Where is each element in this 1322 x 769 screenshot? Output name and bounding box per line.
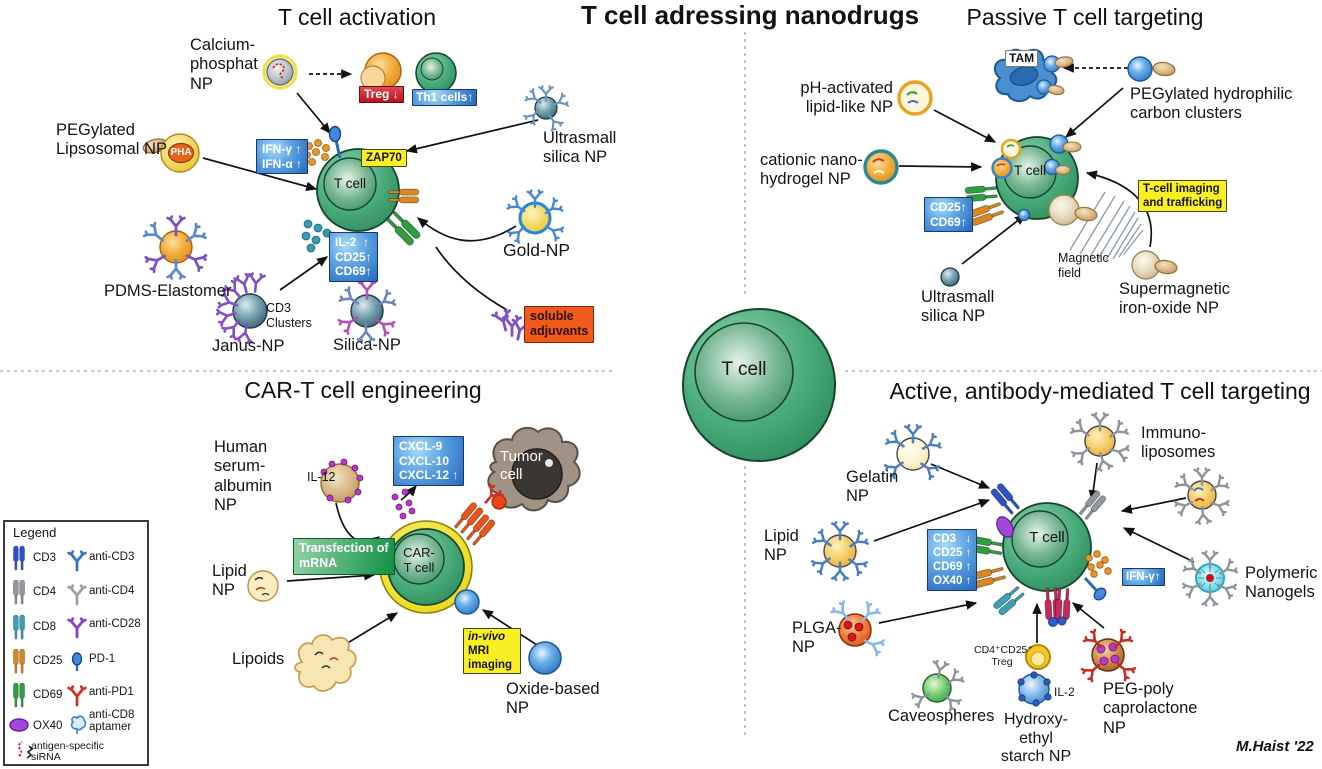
legend-anti-cd3: anti-CD3	[89, 551, 135, 563]
badge-zap70: ZAP70	[361, 149, 407, 168]
quadrant-dividers	[0, 32, 1322, 735]
label-silica-np: Silica-NP	[333, 336, 401, 354]
label-il12: IL-12	[307, 470, 336, 484]
label-plga-np: PLGA- NP	[792, 619, 842, 657]
legend-cd25: CD25	[33, 655, 63, 667]
label-pegylated-liposomal-np: PEGylated Lipsosomal NP	[56, 121, 167, 159]
main-title: T cell adressing nanodrugs	[580, 0, 920, 30]
legend-anti-cd28: anti-CD28	[89, 618, 141, 630]
artist-signature: M.Haist '22	[1236, 738, 1314, 755]
label-pegylated-carbon-clusters: PEGylated hydrophilic carbon clusters	[1130, 85, 1293, 123]
label-magnetic-field: Magnetic field	[1058, 251, 1109, 280]
q2-graphics	[863, 48, 1178, 287]
cd3-receptor-icon	[13, 545, 25, 571]
sirna-icon	[17, 741, 34, 759]
badge-tam: TAM	[1005, 50, 1039, 67]
badge-soluble-adjuvants: soluble adjuvants	[524, 306, 595, 343]
central-t-cell	[682, 308, 836, 462]
q2-title: Passive T cell targeting	[966, 4, 1204, 30]
legend-sirna: antigen-specific siRNA	[31, 740, 104, 764]
anti-cd8-aptamer-icon	[70, 715, 87, 734]
label-peg-poly-caprolactone-np: PEG-poly caprolactone NP	[1103, 680, 1198, 737]
badge-cxcl: CXCL-9 CXCL-10 CXCL-12 ↑	[393, 436, 465, 486]
q4-graphics	[810, 412, 1240, 713]
cd8-receptor-icon	[13, 614, 25, 640]
label-cationic-nanohydrogel-np: cationic nano- hydrogel NP	[760, 151, 863, 189]
label-tumor-cell: Tumor cell	[500, 448, 543, 483]
legend-icons	[9, 545, 87, 759]
badge-mri-rest: MRI imaging	[468, 645, 513, 672]
q3-graphics	[247, 426, 581, 692]
anti-cd28-icon	[67, 617, 87, 639]
badge-ifn: IFN-γ ↑ IFN-α ↑	[256, 139, 309, 175]
label-lipoids: Lipoids	[232, 650, 285, 668]
pd1-icon	[71, 652, 83, 671]
label-pdms-elastomer: PDMS-Elastomer	[104, 282, 232, 300]
label-gold-np: Gold-NP	[503, 240, 571, 260]
legend-ox40: OX40	[33, 720, 63, 732]
legend-pd1: PD-1	[89, 653, 116, 665]
badge-th1-up: Th1 cells↑	[412, 89, 478, 106]
anti-cd3-icon	[67, 550, 87, 572]
badge-cd3-cd25-cd69-ox40: CD3 ↓ CD25 ↑ CD69 ↑ OX40 ↑	[927, 529, 978, 592]
label-tcell-q2: T cell	[1013, 163, 1046, 178]
badge-mri-line1: in-vivo	[468, 631, 506, 643]
badge-il2-cd25-cd69: IL-2 ↑ CD25↑ CD69↑	[329, 232, 378, 282]
label-janus-np: Janus-NP	[212, 337, 285, 355]
badge-transfection-mrna: Transfection of mRNA	[293, 538, 395, 575]
label-human-serum-albumin-np: Human serum- albumin NP	[214, 438, 272, 514]
legend-cd8: CD8	[33, 621, 57, 633]
legend-box: Legend CD3 CD4 CD8 CD25 CD69 OX40 anti-C…	[3, 520, 149, 766]
legend-anti-pd1: anti-PD1	[89, 686, 134, 698]
label-tcell-q4: T cell	[1029, 529, 1065, 546]
label-lipid-np-q4: Lipid NP	[764, 527, 799, 565]
legend-title: Legend	[13, 525, 57, 540]
label-tcell-center: T cell	[721, 359, 767, 380]
cd69-receptor-icon	[13, 682, 25, 708]
label-cd4-cd25-treg: CD4⁺CD25⁺ Treg	[974, 644, 1033, 669]
label-lipid-np-q3: Lipid NP	[212, 562, 247, 600]
legend-anti-cd8-aptamer: anti-CD8 aptamer	[89, 709, 135, 734]
cd4-receptor-icon	[13, 579, 25, 605]
q4-title: Active, antibody-mediated T cell targeti…	[889, 378, 1311, 404]
legend-cd4: CD4	[33, 586, 57, 598]
legend-cd3: CD3	[33, 552, 57, 564]
label-calcium-phosphat-np: Calcium- phosphat NP	[190, 36, 258, 93]
label-cd3-clusters: CD3 Clusters	[266, 301, 312, 330]
magnetic-field-hatching	[1069, 191, 1144, 261]
badge-treg-down: Treg ↓	[359, 86, 404, 103]
label-supermagnetic-np: Supermagnetic iron-oxide NP	[1119, 280, 1230, 318]
cd25-receptor-icon	[13, 648, 25, 674]
label-gelatin-np: Gelatin NP	[846, 468, 899, 506]
label-tcell-q1: T cell	[333, 176, 366, 191]
legend-cd69: CD69	[33, 689, 63, 701]
badge-ifn-gamma: IFN-γ↑	[1122, 568, 1165, 587]
label-car-t-cell: CAR- T cell	[403, 545, 435, 576]
q1-title: T cell activation	[277, 4, 437, 30]
label-immunoliposomes: Immuno- liposomes	[1141, 424, 1216, 462]
badge-tcell-imaging: T-cell imaging and trafficking	[1138, 180, 1228, 213]
label-ph-activated-np: pH-activated lipid-like NP	[800, 79, 893, 117]
label-polymeric-nanogels: Polymeric Nanogels	[1245, 564, 1318, 602]
ox40-icon	[9, 718, 29, 732]
label-ultrasmall-silica-np-q1: Ultrasmall silica NP	[543, 129, 617, 167]
label-pha: PHA	[170, 147, 192, 158]
label-ultrasmall-silica-np-q2: Ultrasmall silica NP	[921, 288, 995, 326]
anti-cd4-icon	[67, 584, 87, 606]
legend-anti-cd4: anti-CD4	[89, 585, 135, 597]
anti-pd1-icon	[67, 685, 87, 707]
label-caveospheres: Caveospheres	[888, 707, 995, 725]
badge-cd25-cd69: CD25↑ CD69↑	[924, 197, 973, 233]
label-oxide-based-np: Oxide-based NP	[506, 680, 600, 718]
q3-title: CAR-T cell engineering	[244, 377, 482, 403]
label-hydroxyethyl-starch-np: Hydroxy- ethyl starch NP	[1000, 711, 1072, 766]
q1-graphics	[141, 52, 571, 345]
label-il2-q4: IL-2	[1054, 685, 1075, 699]
